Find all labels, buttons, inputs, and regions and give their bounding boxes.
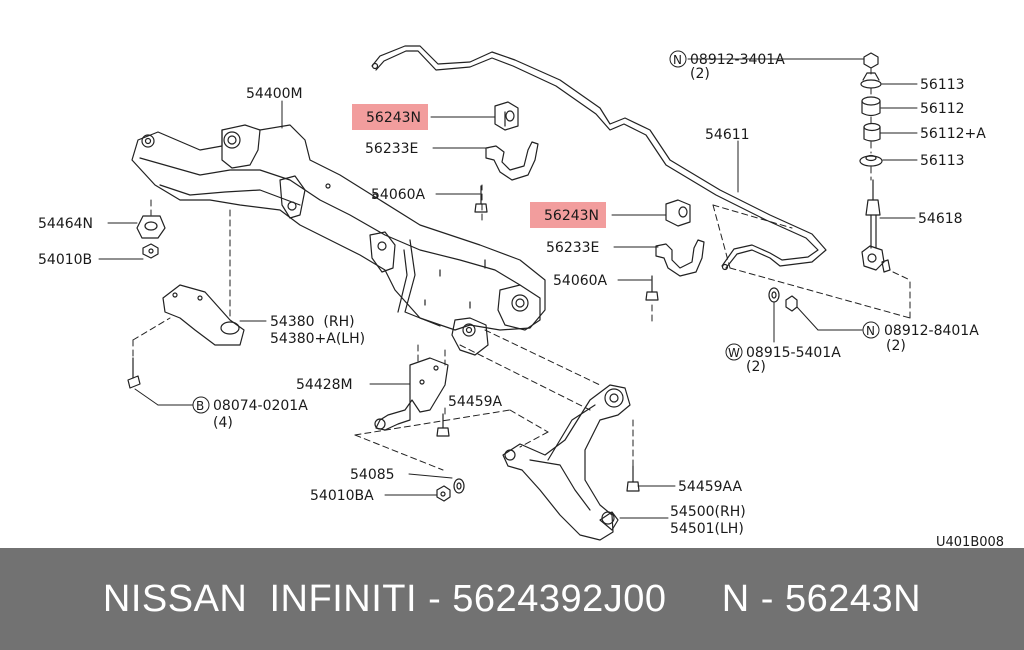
label-56112a: 56112+A — [920, 126, 986, 142]
label-56113-top: 56113 — [920, 77, 965, 93]
bolt-54459aa — [626, 465, 640, 492]
label-54060a-upper: 54060A — [371, 187, 426, 203]
marker-w-5401a: W — [728, 346, 740, 360]
bolt-54459a — [436, 413, 450, 437]
label-56233e-upper: 56233E — [365, 141, 418, 157]
stabilizer-bar — [371, 45, 827, 271]
label-54611: 54611 — [705, 127, 750, 143]
lower-control-arm — [502, 384, 631, 541]
nut-08912-3401a — [863, 52, 879, 69]
nut-54010ba — [436, 485, 451, 502]
label-08915-5401a: 08915-5401A — [746, 345, 841, 361]
label-54380a-lh: 54380+A(LH) — [270, 331, 365, 347]
markers — [192, 50, 880, 414]
nut-08912-8401a — [785, 295, 798, 312]
bolt-54060a-upper — [474, 185, 488, 213]
label-08074-qty: (4) — [213, 415, 233, 431]
bushing-56112 — [861, 96, 881, 117]
label-08912-8401a-qty: (2) — [886, 338, 906, 354]
washer-08915-5401a — [768, 287, 780, 303]
label-54060a-lower: 54060A — [553, 273, 608, 289]
bushing-56112a — [863, 122, 881, 142]
label-08912-8401a: 08912-8401A — [884, 323, 979, 339]
label-08912-3401a-qty: (2) — [690, 66, 710, 82]
label-56243n-upper: 56243N — [366, 110, 421, 126]
label-08912-3401a: 08912-3401A — [690, 52, 785, 68]
footer-banner: NISSAN INFINITI - 5624392J00 N - 56243N — [0, 548, 1024, 650]
bushing-56243n-lower — [665, 199, 691, 227]
marker-n-8401a: N — [866, 324, 875, 338]
marker-b-0201a: B — [196, 399, 204, 413]
diagram-code: U401B008 — [936, 535, 1004, 548]
label-54464n: 54464N — [38, 216, 93, 232]
parts-diagram: 54400M 56243N 56233E 54060A 56243N 56233… — [38, 45, 1004, 548]
marker-n-3401a: N — [673, 53, 682, 67]
bracket-54380 — [162, 284, 245, 346]
label-56113-bottom: 56113 — [920, 153, 965, 169]
label-54459aa: 54459AA — [678, 479, 743, 495]
label-56112: 56112 — [920, 101, 965, 117]
label-54085: 54085 — [350, 467, 395, 483]
label-54010ba: 54010BA — [310, 488, 374, 504]
label-54400m: 54400M — [246, 86, 303, 102]
dashed-lines — [132, 67, 911, 471]
label-08074-0201a: 08074-0201A — [213, 398, 308, 414]
washer-54085 — [453, 478, 465, 494]
bracket-54428m — [374, 357, 449, 431]
label-56233e-lower: 56233E — [546, 240, 599, 256]
washer-56113-top — [860, 72, 882, 89]
labels: 54400M 56243N 56233E 54060A 56243N 56233… — [38, 52, 1004, 548]
label-54500-rh: 54500(RH) — [670, 504, 746, 520]
label-54459a: 54459A — [448, 394, 503, 410]
clamp-56233e-lower — [655, 239, 705, 277]
label-08915-5401a-qty: (2) — [746, 359, 766, 375]
clamp-56233e-upper — [485, 141, 539, 181]
label-54380-rh: 54380 (RH) — [270, 314, 355, 330]
bolt-54060a-lower — [645, 275, 659, 301]
label-54010b: 54010B — [38, 252, 92, 268]
highlight-56243n-lower — [530, 202, 606, 228]
bolt-08074 — [127, 357, 141, 389]
leader-lines — [98, 58, 918, 519]
link-54618 — [861, 179, 891, 273]
bushing-56243n-upper — [494, 101, 519, 131]
label-54501-lh: 54501(LH) — [670, 521, 744, 537]
label-54428m: 54428M — [296, 377, 353, 393]
insulator-54464n — [136, 215, 166, 259]
crossmember — [131, 124, 546, 356]
label-54618: 54618 — [918, 211, 963, 227]
highlight-56243n-upper — [352, 104, 428, 130]
footer-text: NISSAN INFINITI - 5624392J00 N - 56243N — [102, 577, 922, 620]
washer-56113-bottom — [859, 154, 883, 167]
label-56243n-lower: 56243N — [544, 208, 599, 224]
